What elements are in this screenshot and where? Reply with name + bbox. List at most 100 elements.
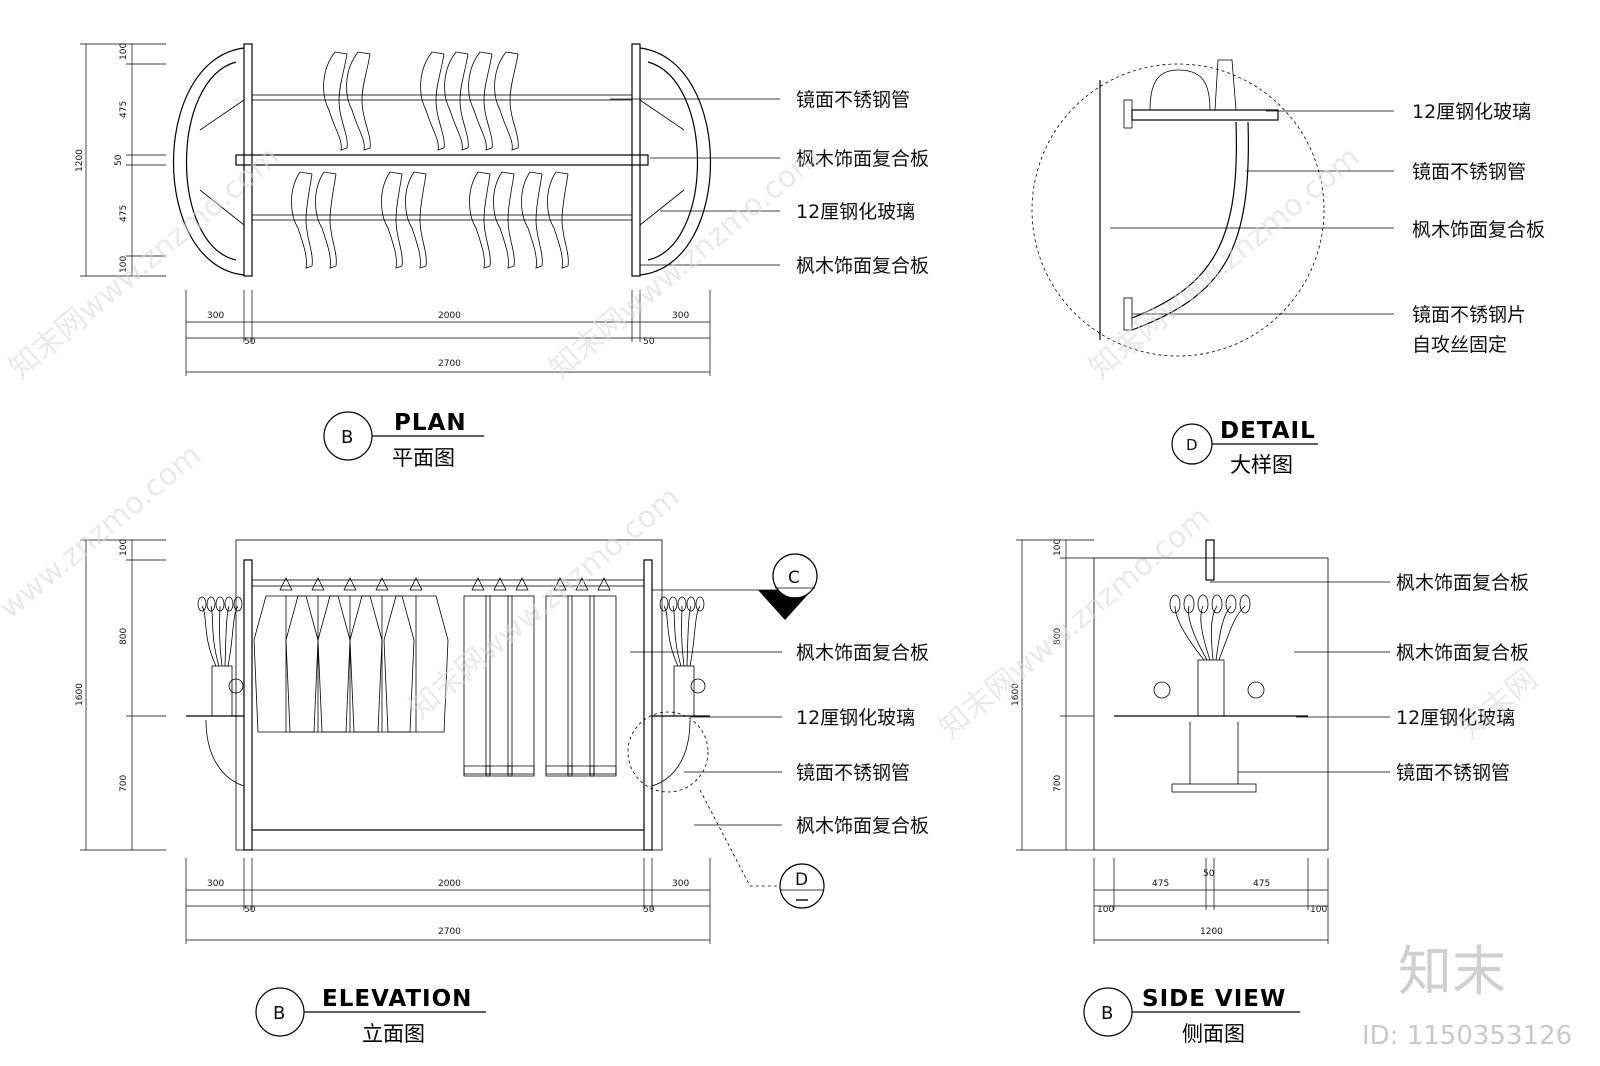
plan-dim-v1: 100 [119, 43, 129, 60]
figurine-icon [1247, 681, 1265, 699]
hanger-hook-icon [409, 577, 423, 591]
trousers-icon [463, 595, 491, 775]
svg-text:知末网www.znzmo.com: 知末网www.znzmo.com [933, 500, 1217, 746]
elev-dim-h5: 50 [643, 905, 655, 915]
side-dim-v1: 100 [1053, 539, 1063, 556]
elev-dim-h4: 50 [244, 905, 256, 915]
plan-dim-h5: 50 [643, 337, 655, 347]
flower-stem [1210, 605, 1218, 661]
side-dim-h5: 100 [1310, 905, 1327, 915]
flower-stem [681, 605, 685, 667]
detail-note-4: 镜面不锈钢片 [1412, 304, 1526, 326]
plan-view: 镜面不锈钢管 枫木饰面复合板 12厘钢化玻璃 枫木饰面复合板 100 475 5… [75, 43, 929, 470]
plan-subtitle: 平面图 [392, 446, 455, 470]
elev-dim-v3: 700 [119, 775, 129, 792]
elev-note-1: 枫木饰面复合板 [796, 642, 929, 664]
detail-subtitle: 大样图 [1230, 453, 1293, 477]
side-title: SIDE VIEW [1142, 986, 1286, 1012]
plan-note-1: 镜面不锈钢管 [796, 89, 910, 111]
elev-dim-h3: 300 [672, 879, 689, 889]
detail-view: 12厘钢化玻璃 镜面不锈钢管 枫木饰面复合板 镜面不锈钢片 自攻丝固定 D DE… [1031, 59, 1545, 477]
hanger-icon [444, 51, 469, 151]
flower-stem [1174, 605, 1205, 661]
elev-detail-marker-circle [779, 863, 825, 909]
flower-icon [215, 596, 225, 612]
flower-icon [1225, 594, 1237, 614]
flower-stem [663, 605, 679, 667]
flower-stem [1188, 605, 1208, 661]
flower-stem [227, 605, 239, 667]
plan-dim-v5: 100 [119, 256, 129, 273]
figurine-icon [228, 678, 244, 694]
figurine-icon [1153, 681, 1171, 699]
hanger-icon [547, 171, 569, 269]
side-dim-h4: 100 [1097, 905, 1114, 915]
elev-dim-h-total: 2700 [438, 927, 461, 937]
detail-note-2: 镜面不锈钢管 [1412, 161, 1526, 183]
flower-stem [689, 605, 701, 667]
vase-icon [211, 665, 233, 717]
flower-icon [677, 596, 687, 612]
side-dim-h1: 475 [1152, 879, 1169, 889]
hanger-icon [521, 171, 543, 269]
hanger-icon [405, 171, 427, 269]
trousers-icon [567, 595, 595, 775]
flower-icon [668, 596, 678, 612]
flower-stem [672, 605, 682, 667]
flower-icon [1211, 594, 1223, 614]
flower-icon [1197, 594, 1209, 614]
jacket-icon [383, 595, 449, 733]
hanger-icon [315, 171, 337, 269]
flower-icon [1169, 594, 1181, 614]
svg-text:知末网www.znzmo.com: 知末网www.znzmo.com [543, 140, 827, 386]
hanger-icon [346, 51, 371, 151]
hanger-hook-icon [493, 577, 507, 591]
plan-dim-v4: 475 [119, 205, 129, 222]
hanger-icon [494, 51, 519, 151]
side-marker: B [1101, 1003, 1113, 1024]
detail-note-3: 枫木饰面复合板 [1412, 219, 1545, 241]
plan-note-3: 12厘钢化玻璃 [796, 201, 915, 223]
trousers-icon [589, 595, 617, 775]
trousers-icon [485, 595, 513, 775]
flower-stem [686, 605, 692, 667]
hanger-hook-icon [597, 577, 611, 591]
trouser-cuff [589, 765, 617, 777]
plan-note-4: 枫木饰面复合板 [796, 255, 929, 277]
plan-dim-v-total: 1200 [75, 149, 85, 172]
figurine-icon [690, 678, 706, 694]
side-note-1: 枫木饰面复合板 [1396, 572, 1529, 594]
side-note-3: 12厘钢化玻璃 [1396, 707, 1515, 729]
side-dim-h2: 50 [1203, 869, 1215, 879]
vase-icon [1197, 659, 1225, 717]
hanger-icon [381, 171, 403, 269]
flower-stem [219, 605, 223, 667]
hanger-icon [291, 171, 313, 269]
plan-dim-h4: 50 [244, 337, 256, 347]
elev-note-2: 12厘钢化玻璃 [796, 707, 915, 729]
flower-stem [201, 605, 217, 667]
plan-title: PLAN [394, 410, 467, 436]
brand-id: ID: 1150353126 [1362, 1021, 1572, 1051]
flower-stem [1215, 605, 1232, 661]
side-dim-v-total: 1600 [1011, 683, 1021, 706]
hanger-hook-icon [343, 577, 357, 591]
hanger-hook-icon [311, 577, 325, 591]
svg-text:www.znzmo.com: www.znzmo.com [0, 438, 208, 627]
elev-marker: B [273, 1003, 285, 1024]
side-note-2: 枫木饰面复合板 [1396, 642, 1529, 664]
flower-icon [659, 596, 669, 612]
flower-icon [197, 596, 207, 612]
flower-stem [1200, 605, 1211, 661]
flower-icon [695, 596, 705, 612]
detail-note-5: 自攻丝固定 [1412, 334, 1507, 356]
flower-icon [233, 596, 243, 612]
flower-icon [686, 596, 696, 612]
flower-icon [224, 596, 234, 612]
plan-dim-v3: 50 [114, 154, 124, 166]
hanger-hook-icon [375, 577, 389, 591]
hanger-icon [469, 171, 491, 269]
side-note-4: 镜面不锈钢管 [1396, 762, 1510, 784]
elev-dim-v-total: 1600 [75, 683, 85, 706]
side-dim-h-total: 1200 [1200, 927, 1223, 937]
